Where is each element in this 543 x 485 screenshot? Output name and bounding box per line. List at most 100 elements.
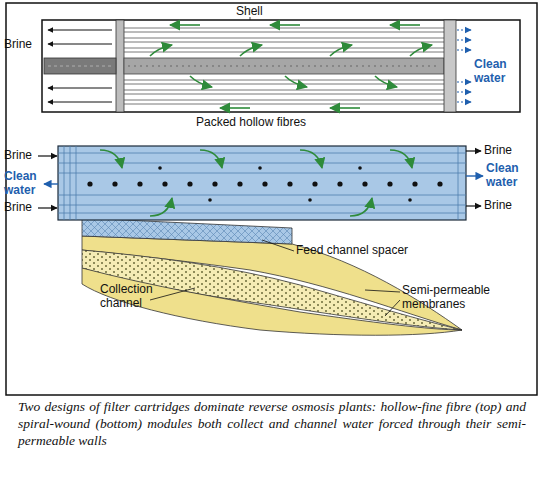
spiral-wound-module — [58, 195, 466, 196]
part-label: Collection channel — [100, 283, 172, 311]
spiral-wound-module — [58, 205, 466, 206]
hollow-fibre-module — [330, 45, 352, 56]
spiral-wound-module — [38, 207, 57, 208]
hollow-fibre-module — [124, 42, 446, 43]
flow-label: Brine — [4, 201, 32, 215]
spiral-wound-module — [466, 205, 481, 206]
hollow-fibre-module — [42, 20, 520, 112]
spiral-wound-module — [208, 198, 212, 202]
hollow-fibre-module — [124, 48, 446, 49]
flow-label: Clean water — [486, 162, 532, 190]
leader-line — [385, 300, 400, 316]
flow-label: Clean water — [4, 170, 44, 198]
flow-label: Brine — [484, 144, 512, 158]
spiral-wound-module — [458, 146, 459, 220]
hollow-fibre-module — [240, 45, 262, 56]
spiral-wound-module — [437, 181, 442, 186]
part-label: Feed channel spacer — [296, 244, 408, 258]
hollow-fibre-module — [124, 28, 446, 104]
spiral-wound-module — [337, 181, 342, 186]
hollow-fibre-module — [124, 90, 446, 91]
hollow-fibre-module — [124, 38, 446, 39]
spiral-wound-module — [390, 150, 412, 168]
spiral-wound-module — [58, 163, 466, 164]
spiral-wound-module — [58, 146, 466, 220]
spiral-wound-module — [70, 146, 71, 220]
part-label: Semi-permeable membranes — [402, 284, 514, 312]
leader-line — [365, 290, 400, 292]
spiral-wound-module — [200, 150, 222, 168]
hollow-fibre-module — [285, 76, 307, 87]
hollow-fibre-module — [390, 24, 420, 26]
spiral-wound-module — [100, 150, 122, 168]
flow-label: Brine — [484, 199, 512, 213]
part-label: Shell — [236, 5, 263, 19]
flow-label: Brine — [4, 38, 32, 52]
spiral-wound-module — [58, 146, 466, 220]
hollow-fibre-module — [124, 84, 446, 85]
figure-frame — [6, 3, 537, 395]
spiral-wound-module — [350, 198, 372, 216]
spiral-wound-module — [137, 181, 142, 186]
hollow-fibre-module — [124, 104, 446, 105]
spiral-wound-module — [58, 173, 466, 174]
hollow-fibre-module — [457, 30, 471, 102]
leader-line — [262, 240, 294, 251]
hollow-fibre-module — [124, 58, 444, 74]
spiral-wound-module — [258, 166, 262, 170]
spiral-wound-module — [262, 181, 267, 186]
hollow-fibre-module — [457, 101, 471, 102]
hollow-fibre-module — [410, 45, 432, 56]
hollow-fibre-module — [150, 45, 172, 56]
spiral-wound-module — [87, 166, 442, 202]
figure-caption: Two designs of filter cartridges dominat… — [18, 398, 526, 449]
hollow-fibre-module — [48, 102, 112, 103]
spiral-wound-module — [150, 198, 172, 216]
spiral-wound-module — [387, 181, 392, 186]
spiral-wound-module — [466, 175, 483, 176]
hollow-fibre-module — [124, 52, 446, 53]
spiral-wound-module — [76, 146, 77, 220]
hollow-fibre-module — [375, 76, 397, 87]
spiral-wound-module — [58, 153, 466, 154]
hollow-fibre-module — [48, 44, 112, 45]
spiral-wound-module — [82, 218, 292, 244]
spiral-wound-module — [58, 213, 466, 214]
spiral-wound-module — [300, 150, 322, 168]
spiral-wound-module — [100, 150, 412, 216]
hollow-fibre-module — [457, 81, 471, 82]
spiral-wound-module — [362, 181, 367, 186]
hollow-fibre-module — [150, 25, 432, 108]
hollow-fibre-module — [457, 49, 471, 50]
spiral-wound-module — [162, 181, 167, 186]
spiral-wound-module — [308, 198, 312, 202]
hollow-fibre-module — [124, 100, 446, 101]
hollow-fibre-module — [457, 91, 471, 92]
hollow-fibre-module — [42, 17, 520, 112]
hollow-fibre-module — [457, 29, 471, 30]
flow-label: Clean water — [474, 58, 520, 86]
spiral-wound-module — [408, 198, 412, 202]
spiral-wound-module — [38, 155, 57, 156]
hollow-fibre-module — [44, 58, 116, 74]
spiral-wound-module — [187, 181, 192, 186]
spiral-wound-module — [358, 166, 362, 170]
hollow-fibre-module — [124, 28, 446, 29]
hollow-fibre-module — [170, 24, 200, 26]
hollow-fibre-module — [330, 107, 360, 109]
hollow-fibre-module — [124, 32, 446, 33]
hollow-fibre-module — [270, 24, 300, 26]
hollow-fibre-module — [124, 80, 446, 81]
hollow-fibre-module — [190, 76, 212, 87]
hollow-fibre-module — [444, 20, 456, 112]
spiral-wound-module — [44, 183, 58, 184]
spiral-wound-module — [287, 181, 292, 186]
spiral-wound-module — [412, 181, 417, 186]
hollow-fibre-module — [220, 107, 250, 109]
spiral-wound-module — [237, 181, 242, 186]
spiral-wound-module — [87, 181, 92, 186]
part-label: Packed hollow fibres — [196, 116, 306, 130]
spiral-wound-module — [158, 166, 162, 170]
